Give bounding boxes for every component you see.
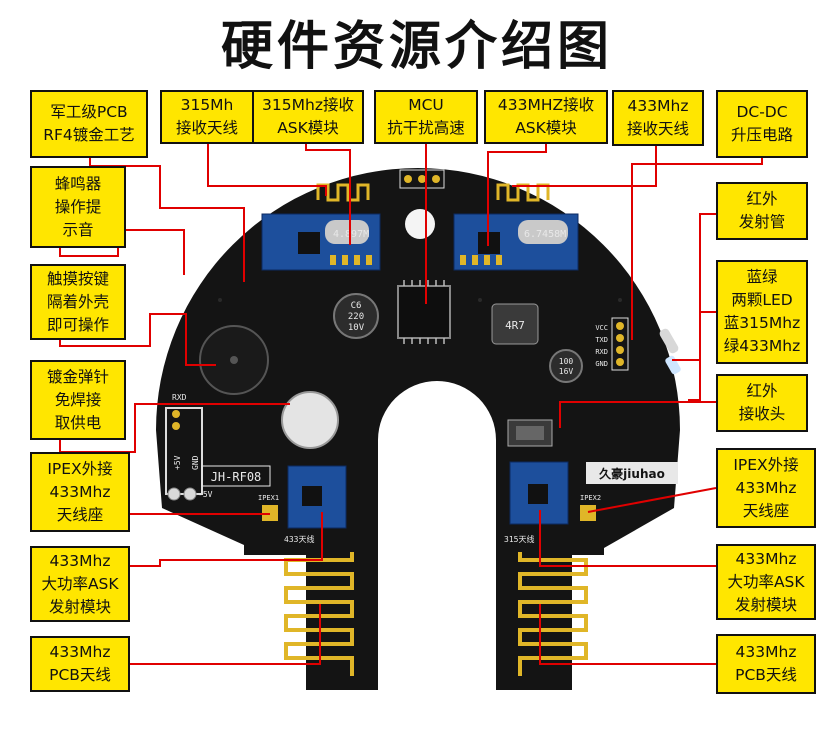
svg-text:IPEX2: IPEX2 [580,494,601,502]
mounting-hole [405,209,435,239]
ipex-connector-right [580,505,596,521]
inductor-4r7 [491,303,539,345]
ant315-silk: 315天线 [504,534,534,544]
capacitor-c6 [333,293,379,339]
board-model-label: JH-RF08 [211,470,262,484]
svg-text:RXD: RXD [595,348,608,356]
led-pair [665,355,681,375]
label-touch: 触摸按键隔着外壳即可操作 [30,264,126,340]
svg-text:IPEX1: IPEX1 [258,494,279,502]
svg-text:+5V: +5V [173,455,182,470]
label-ir-rx: 红外接收头 [716,374,808,432]
label-pogo: 镀金弹针免焊接取供电 [30,360,126,440]
svg-text:GND: GND [191,455,200,470]
board-brand-label: 久豪jiuhao [599,466,665,481]
svg-text:TXD: TXD [595,336,608,344]
cap-c6-label: C6 [351,301,362,311]
ant433-silk: 433天线 [284,534,314,544]
cap-100-voltage: 16V [559,367,574,376]
capacitor-100uf [549,349,583,383]
page-title: 硬件资源介绍图 [220,17,613,77]
svg-text:VCC: VCC [595,324,608,332]
svg-text:-5V: -5V [198,490,213,499]
uart-header: VCC TXD RXD GND [595,317,629,371]
label-buzzer: 蜂鸣器操作提示音 [30,166,126,248]
inductor-label: 4R7 [505,319,525,332]
cap-c6-voltage: 10V [348,323,365,333]
crystal-315-label: 4.897M [333,229,369,240]
crystal-433-label: 6.7458M [524,229,566,240]
pcb-antenna-left [284,552,354,676]
cap-100-value: 100 [559,357,574,366]
pcb-antenna-right [518,552,588,676]
top-header [399,169,445,189]
svg-text:RXD: RXD [172,393,187,402]
pcb-outline [156,168,680,690]
touch-pad [281,391,339,449]
label-ir-tx: 红外发射管 [716,182,808,240]
svg-text:GND: GND [595,360,608,368]
ir-emitter [659,328,679,354]
mcu-chip [397,285,451,339]
pogo-pins: RXD +5V GND -5V [165,393,213,501]
cap-c6-value: 220 [348,312,364,322]
